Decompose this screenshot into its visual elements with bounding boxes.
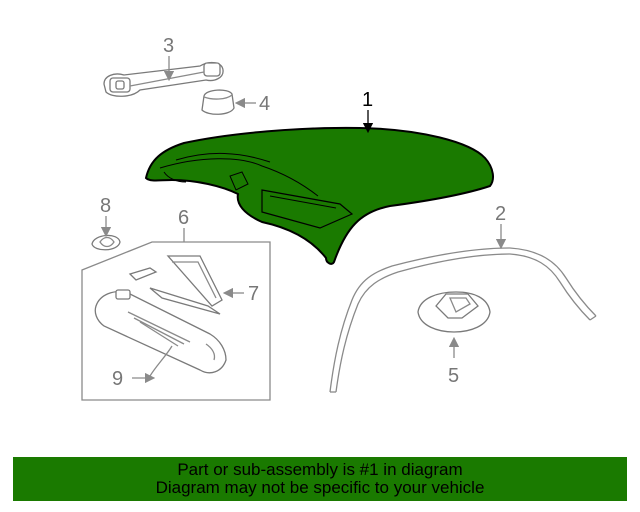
mirror-cover-part xyxy=(128,255,223,315)
callout-4: 4 xyxy=(259,93,270,115)
callout-7: 7 xyxy=(248,283,259,305)
info-banner: Part or sub-assembly is #1 in diagram Di… xyxy=(13,457,627,501)
callout-8: 8 xyxy=(100,195,111,217)
callout-2: 2 xyxy=(495,203,506,225)
callout-1: 1 xyxy=(362,89,373,111)
small-lamp-part xyxy=(91,234,121,251)
banner-line-1: Part or sub-assembly is #1 in diagram xyxy=(177,460,463,479)
callout-3: 3 xyxy=(163,35,174,57)
assembly-6-box xyxy=(81,241,271,401)
callout-5: 5 xyxy=(448,365,459,387)
banner-line-2: Diagram may not be specific to your vehi… xyxy=(155,478,485,497)
overhead-console-part xyxy=(94,289,227,377)
grab-handle-part xyxy=(103,61,224,97)
cover-cap-part xyxy=(201,89,235,115)
roof-rail-part xyxy=(329,247,597,393)
headliner-panel xyxy=(144,126,494,265)
dome-lamp-part xyxy=(417,291,491,333)
callout-6: 6 xyxy=(178,207,189,229)
callout-9: 9 xyxy=(112,368,123,390)
headliner-part xyxy=(144,126,494,265)
